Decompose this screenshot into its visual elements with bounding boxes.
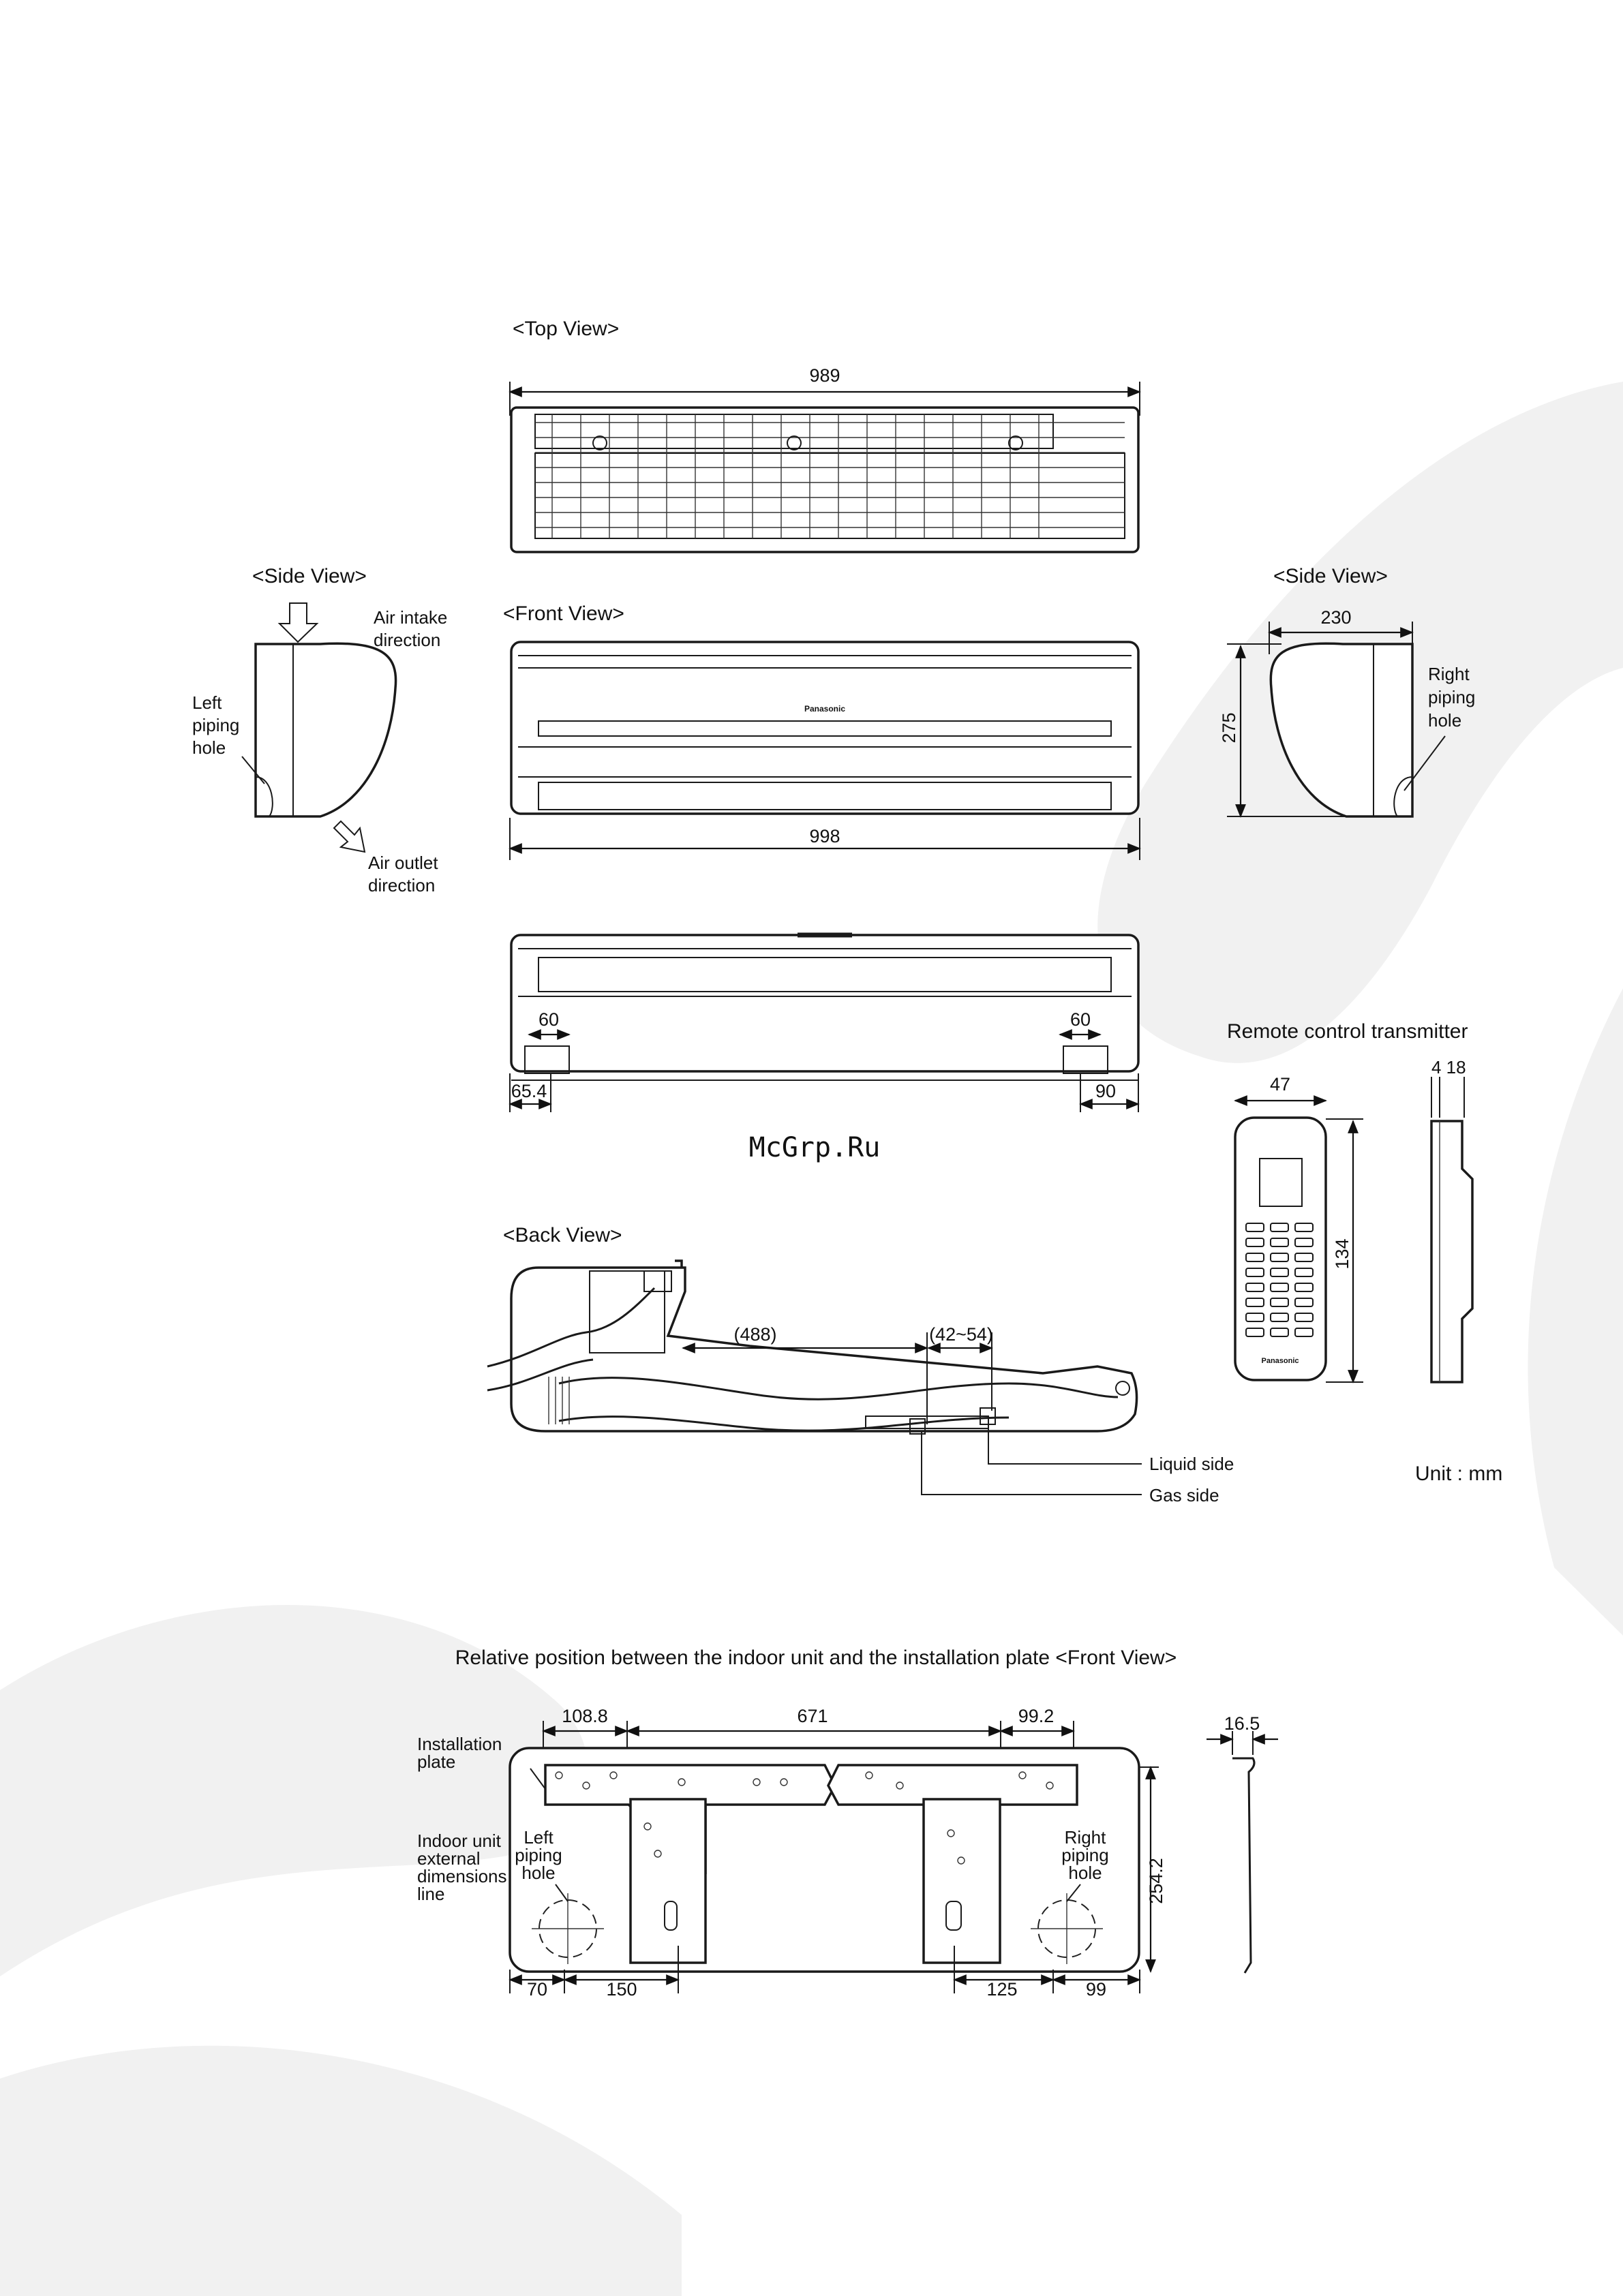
- right-side-view-title: <Side View>: [1273, 565, 1388, 587]
- air-intake-arrow: [277, 602, 319, 643]
- svg-text:Installation: Installation: [417, 1734, 502, 1754]
- svg-text:Panasonic: Panasonic: [1261, 1357, 1299, 1365]
- front-width-dimension: 998: [809, 826, 840, 846]
- svg-text:direction: direction: [368, 875, 435, 896]
- left-side-view: <Side View> Air intake direction Left pi…: [192, 565, 447, 896]
- bottom-view: 60 60 65.4 90: [509, 932, 1140, 1112]
- remote-control-title: Remote control transmitter: [1227, 1020, 1468, 1043]
- air-outlet-arrow: [333, 820, 366, 853]
- bottom-dim-150: 150: [606, 1979, 637, 2000]
- svg-text:plate: plate: [417, 1751, 455, 1772]
- front-view-title: <Front View>: [503, 602, 624, 625]
- right-side-body: [1269, 642, 1414, 818]
- left-side-view-title: <Side View>: [252, 565, 367, 587]
- svg-text:piping: piping: [192, 715, 239, 735]
- installation-height-dimension: 254.2: [1146, 1858, 1166, 1904]
- svg-text:dimensions: dimensions: [417, 1866, 507, 1886]
- top-view-title: <Top View>: [513, 318, 619, 340]
- front-view: <Front View> Panasonic 998: [503, 602, 1141, 860]
- svg-text:hole: hole: [1068, 1863, 1102, 1883]
- right-side-height-dimension: 275: [1219, 712, 1239, 743]
- plate-left-leg: [629, 1798, 707, 1964]
- liquid-side-label: Liquid side: [1149, 1454, 1234, 1474]
- svg-text:direction: direction: [374, 630, 440, 650]
- plate-right-leg: [922, 1798, 1001, 1964]
- installation-plate-drawing: Relative position between the indoor uni…: [417, 1647, 1278, 2000]
- remote-side-profile: [1430, 1120, 1474, 1383]
- back-view-body: [510, 1259, 1138, 1433]
- back-view-title: <Back View>: [503, 1224, 622, 1246]
- svg-text:Indoor unit: Indoor unit: [417, 1831, 502, 1851]
- top-view-body: [510, 406, 1140, 553]
- plate-edge-dimension: 16.5: [1224, 1713, 1260, 1734]
- svg-text:Air outlet: Air outlet: [368, 853, 438, 873]
- top-width-dimension: 989: [809, 365, 840, 386]
- back-view: <Back View> (488) (42~54) Liquid side Ga…: [487, 1224, 1234, 1505]
- bottom-right-bottom-dimension: 90: [1095, 1081, 1116, 1101]
- remote-depth-dimensions: 4 18: [1431, 1057, 1466, 1077]
- svg-text:Air intake: Air intake: [374, 607, 447, 628]
- back-range-dimension: (42~54): [929, 1324, 993, 1345]
- svg-text:Left: Left: [524, 1827, 553, 1848]
- remote-body: [1234, 1116, 1327, 1381]
- back-pipe-dimension: (488): [733, 1324, 776, 1345]
- installation-title: Relative position between the indoor uni…: [455, 1647, 1177, 1669]
- svg-text:Right: Right: [1065, 1827, 1106, 1848]
- remote-width-dimension: 47: [1270, 1074, 1290, 1095]
- svg-text:piping: piping: [1061, 1845, 1108, 1865]
- bottom-left-bottom-dimension: 65.4: [511, 1081, 547, 1101]
- bottom-view-body: [510, 934, 1140, 1073]
- gas-side-label: Gas side: [1149, 1485, 1219, 1505]
- right-side-view: <Side View> 230 275 Right piping hole: [1219, 565, 1475, 818]
- svg-text:hole: hole: [521, 1863, 555, 1883]
- bottom-left-top-dimension: 60: [539, 1009, 559, 1030]
- watermark-text: McGrp.Ru: [749, 1132, 881, 1163]
- front-brand-logo: Panasonic: [804, 704, 845, 714]
- left-side-body: [254, 642, 397, 818]
- svg-text:piping: piping: [515, 1845, 562, 1865]
- bottom-dim-70: 70: [527, 1979, 547, 2000]
- top-view: <Top View> 989: [509, 318, 1141, 553]
- remote-control-view: Remote control transmitter 47 Panasonic …: [1227, 1020, 1474, 1383]
- bottom-dim-99: 99: [1086, 1979, 1106, 2000]
- svg-text:line: line: [417, 1884, 444, 1904]
- front-view-body: [510, 641, 1140, 815]
- bottom-dim-125: 125: [986, 1979, 1017, 2000]
- right-side-depth-dimension: 230: [1320, 607, 1351, 628]
- remote-height-dimension: 134: [1332, 1238, 1352, 1269]
- svg-text:Left: Left: [192, 692, 222, 713]
- svg-text:hole: hole: [192, 737, 226, 758]
- plate-side-profile: [1232, 1757, 1256, 1974]
- installation-dim-left: 108.8: [562, 1706, 608, 1726]
- unit-label: Unit : mm: [1415, 1463, 1502, 1485]
- installation-dim-center: 671: [797, 1706, 828, 1726]
- installation-dim-right: 99.2: [1018, 1706, 1055, 1726]
- svg-text:piping: piping: [1428, 687, 1475, 707]
- svg-text:hole: hole: [1428, 710, 1461, 731]
- bottom-right-top-dimension: 60: [1070, 1009, 1091, 1030]
- svg-text:Right: Right: [1428, 664, 1470, 684]
- svg-text:external: external: [417, 1848, 481, 1869]
- installation-plate-right: [827, 1764, 1078, 1806]
